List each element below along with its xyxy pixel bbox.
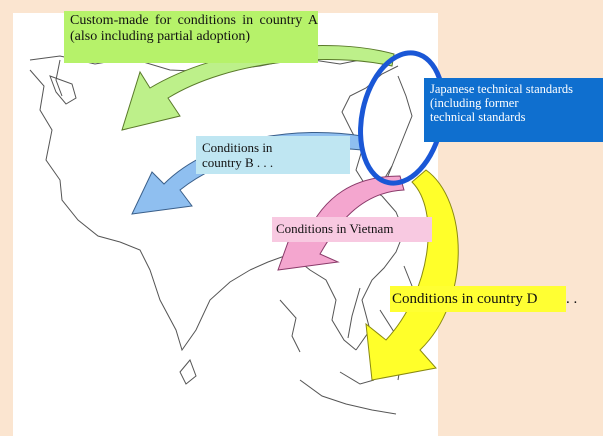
label-country-d-ellipsis: . . (566, 286, 586, 316)
label-vietnam: Conditions in Vietnam (272, 217, 432, 242)
label-country-d: Conditions in country D . . (390, 286, 586, 316)
label-country-a: Custom-made for conditions in country A … (64, 11, 318, 63)
label-country-d-text: Conditions in country D (392, 291, 538, 307)
label-country-b: Conditions in country B . . . (196, 136, 350, 174)
label-japanese-standards: Japanese technical standards (including … (424, 78, 603, 142)
